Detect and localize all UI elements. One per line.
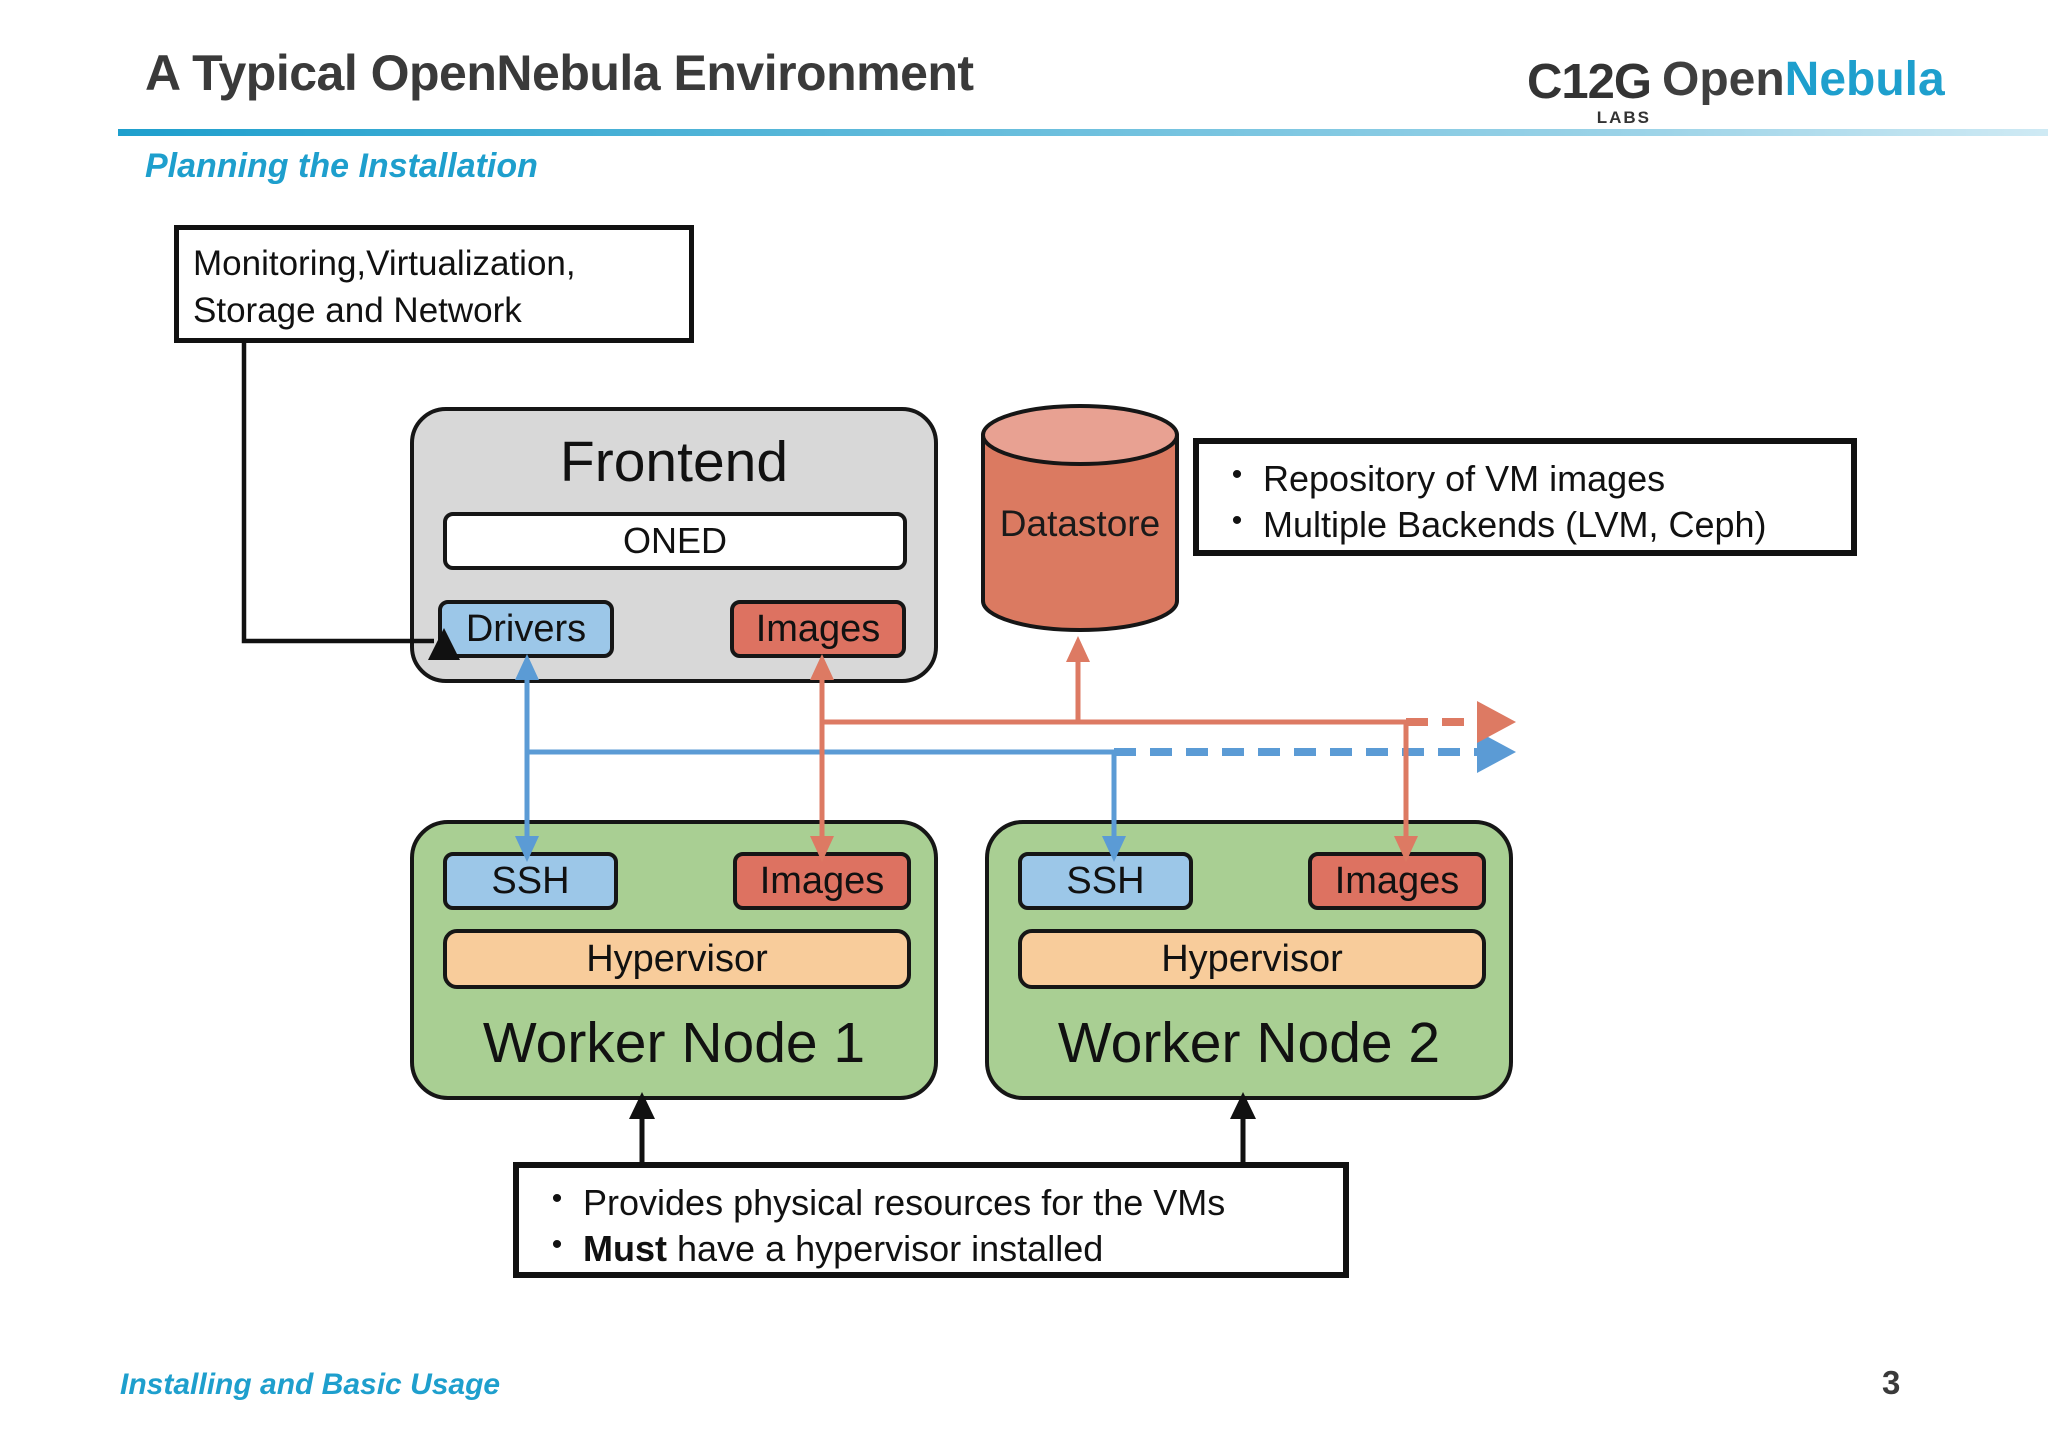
bullet-icon: • bbox=[1231, 504, 1243, 538]
monitoring-note-line2: Storage and Network bbox=[193, 291, 522, 331]
worker2-hypervisor-box: Hypervisor bbox=[1018, 929, 1486, 989]
datastore-note: • Repository of VM images • Multiple Bac… bbox=[1193, 438, 1857, 556]
worker-note-item2-bold: Must bbox=[583, 1228, 667, 1270]
datastore-label: Datastore bbox=[999, 503, 1161, 544]
opennebula-logo-open: Open bbox=[1662, 53, 1785, 106]
opennebula-logo: OpenNebula bbox=[1662, 56, 1945, 104]
frontend-images-box: Images bbox=[730, 600, 906, 658]
worker1-ssh-box: SSH bbox=[443, 852, 618, 910]
opennebula-logo-nebula: Nebula bbox=[1784, 53, 1945, 106]
bullet-icon: • bbox=[1231, 458, 1243, 491]
frontend-title: Frontend bbox=[559, 430, 789, 494]
monitoring-note-line1: Monitoring,Virtualization, bbox=[193, 244, 576, 283]
worker-node-1-title: Worker Node 1 bbox=[482, 1011, 866, 1075]
worker2-ssh-box: SSH bbox=[1018, 852, 1193, 910]
worker-note-arrow-2 bbox=[1230, 1092, 1256, 1162]
worker-note-item1: • Provides physical resources for the VM… bbox=[531, 1180, 1325, 1226]
datastore-note-item1: • Repository of VM images bbox=[1211, 456, 1833, 502]
worker-note: • Provides physical resources for the VM… bbox=[513, 1162, 1349, 1278]
bullet-icon: • bbox=[551, 1182, 563, 1215]
worker1-hypervisor-box: Hypervisor bbox=[443, 929, 911, 989]
worker-note-arrow-1 bbox=[629, 1092, 655, 1162]
page-number: 3 bbox=[1882, 1364, 1901, 1401]
worker-node-2-title: Worker Node 2 bbox=[1057, 1011, 1441, 1075]
page-subtitle: Planning the Installation bbox=[145, 147, 538, 185]
c12g-logo: C12G LABS bbox=[1527, 55, 1652, 127]
datastore-note-item1-text: Repository of VM images bbox=[1263, 458, 1666, 499]
title-divider bbox=[118, 129, 2048, 136]
worker-note-item2-text: Must have a hypervisor installed bbox=[583, 1226, 1103, 1272]
datastore-note-item2-text: Multiple Backends (LVM, Ceph) bbox=[1263, 504, 1767, 546]
worker-note-item2-rest: have a hypervisor installed bbox=[667, 1228, 1104, 1270]
worker-note-item1-text: Provides physical resources for the VMs bbox=[583, 1182, 1226, 1223]
monitoring-note: Monitoring,Virtualization, Storage and N… bbox=[174, 225, 694, 343]
footer-title: Installing and Basic Usage bbox=[120, 1368, 501, 1401]
c12g-labs-text: LABS bbox=[1596, 108, 1652, 127]
c12g-logo-text: C12G bbox=[1527, 55, 1652, 109]
worker2-images-box: Images bbox=[1308, 852, 1486, 910]
oned-box: ONED bbox=[443, 512, 907, 570]
bullet-icon: • bbox=[551, 1228, 563, 1262]
worker1-images-box: Images bbox=[733, 852, 911, 910]
drivers-box: Drivers bbox=[438, 600, 614, 658]
worker-note-item2: • Must have a hypervisor installed bbox=[531, 1226, 1325, 1272]
page-title: A Typical OpenNebula Environment bbox=[145, 45, 974, 101]
datastore-note-item2: • Multiple Backends (LVM, Ceph) bbox=[1211, 502, 1833, 548]
